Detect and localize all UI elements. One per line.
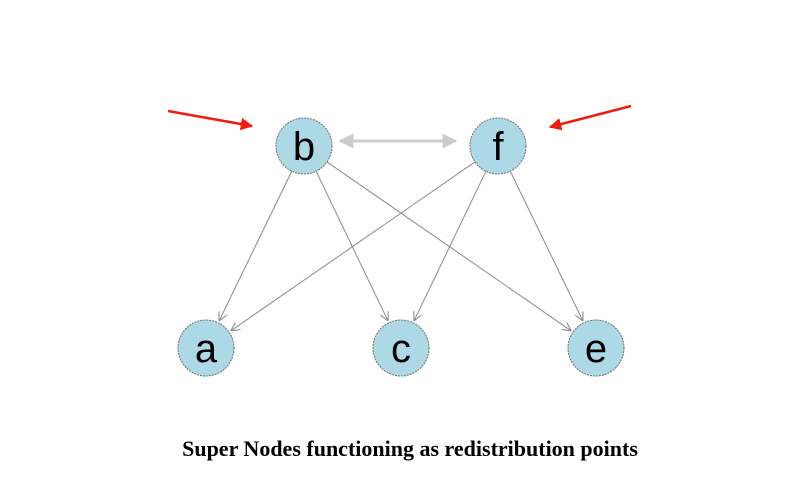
edge-b-a [219,169,294,321]
edge-f-a [231,160,477,331]
node-a: a [177,319,235,377]
node-label-c: c [391,327,411,371]
node-circle-b [275,117,333,175]
node-circle-e [567,319,625,377]
node-label-a: a [195,327,218,371]
highlight-arrow-b [167,109,254,131]
highlight-arrow-f [548,104,632,131]
edge-f-c [414,169,488,321]
diagram-caption: Super Nodes functioning as redistributio… [182,436,638,461]
node-c: c [372,319,430,377]
node-label-f: f [492,125,504,169]
node-label-b: b [293,125,315,169]
node-e: e [567,319,625,377]
edge-b-e [325,160,571,331]
pointer-layer [167,104,632,131]
node-f: f [469,117,527,175]
node-circle-a [177,319,235,377]
edges-layer [219,160,583,331]
node-b: b [275,117,333,175]
node-circle-f [469,117,527,175]
edge-f-e [508,169,583,321]
node-label-e: e [585,327,607,371]
nodes-layer: b f a c e [177,117,625,377]
edge-b-c [314,169,388,321]
node-circle-c [372,319,430,377]
